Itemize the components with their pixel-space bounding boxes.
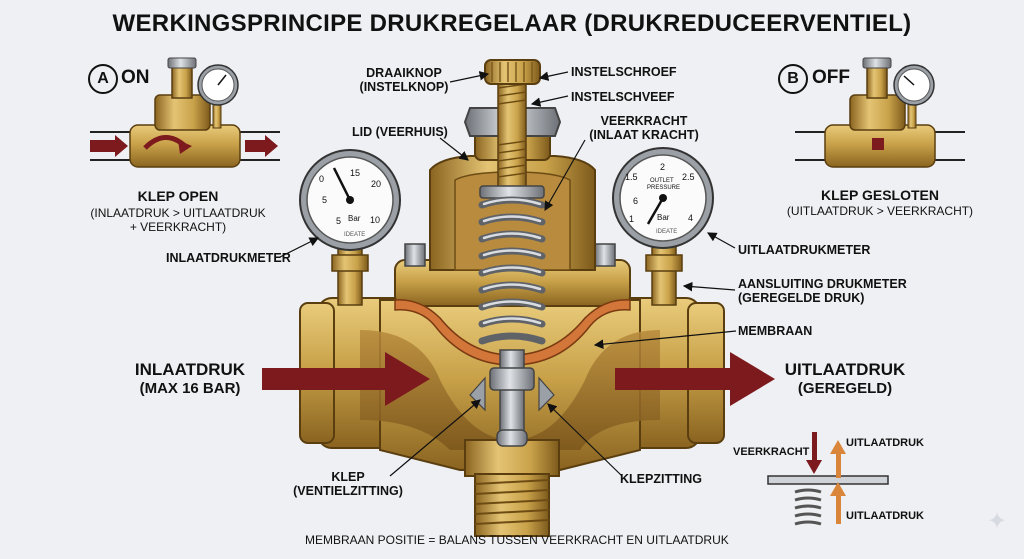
mini-valve-off — [795, 57, 965, 168]
sparkle-icon: ✦ — [987, 508, 1008, 535]
outlet-gauge-tick-1: 1 — [629, 214, 635, 224]
mini-valve-on — [90, 57, 280, 168]
state-b-badge: B — [778, 64, 808, 94]
klep-gesloten-text: KLEP GESLOTEN — [821, 187, 939, 203]
label-lid: LID (VEERHUIS) — [352, 125, 448, 139]
uitlaatdruk-line2: (GEREGELD) — [797, 380, 893, 397]
inlet-gauge-tick-15: 15 — [350, 168, 361, 178]
klep-line2: (VENTIELZITTING) — [293, 484, 403, 498]
force-uitlaatdruk-bottom: UITLAATDRUK — [846, 510, 925, 522]
label-klepzitting: KLEPZITTING — [620, 472, 702, 486]
inlaatdruk-line2: (MAX 16 BAR) — [139, 380, 241, 397]
label-membraan: MEMBRAAN — [738, 324, 813, 338]
label-uitlaatdrukmeter: UITLAATDRUKMETER — [738, 243, 871, 257]
aansluiting-line1: AANSLUITING DRUKMETER — [738, 277, 907, 291]
label-uitlaatdruk: UITLAATDRUK (GEREGELD) — [770, 360, 920, 398]
outlet-gauge-tick-1-5: 1.5 — [625, 172, 638, 182]
veerkracht-line1: VEERKRACHT — [600, 114, 688, 128]
outlet-gauge-brand: IDEATE — [656, 229, 678, 235]
force-diagram — [767, 432, 889, 526]
outlet-gauge-unit: Bar — [657, 213, 670, 222]
draaiknop-line2: (INSTELKNOP) — [359, 80, 449, 94]
outlet-gauge-text-1: OUTLET — [650, 178, 674, 184]
klep-open-text: KLEP OPEN — [137, 188, 219, 204]
force-uitlaatdruk-top: UITLAATDRUK — [846, 437, 925, 449]
label-instelschroef: INSTELSCHROEF — [571, 65, 677, 79]
label-klep: KLEP (VENTIELZITTING) — [290, 470, 406, 498]
outlet-gauge — [612, 147, 714, 249]
state-a-badge: A — [88, 64, 118, 94]
state-b-label: OFF — [812, 67, 850, 88]
inlet-gauge-tick-10: 10 — [370, 215, 381, 225]
force-veerkracht: VEERKRACHT — [733, 446, 810, 458]
klep-open-sub1: (INLAATDRUK > UITLAATDRUK — [90, 206, 266, 220]
outlet-arrow — [615, 352, 775, 406]
state-a-label: ON — [121, 67, 150, 88]
outlet-gauge-tick-2-5: 2.5 — [682, 172, 695, 182]
outlet-gauge-tick-2: 2 — [660, 162, 666, 172]
outlet-gauge-tick-6: 6 — [633, 196, 639, 206]
label-draaiknop: DRAAIKNOP (INSTELKNOP) — [356, 66, 452, 94]
label-aansluiting: AANSLUITING DRUKMETER (GEREGELDE DRUK) — [738, 277, 907, 305]
aansluiting-line2: (GEREGELDE DRUK) — [738, 291, 865, 305]
inlet-arrow — [262, 352, 430, 406]
valve-body — [299, 59, 725, 537]
state-a-caption: KLEP OPEN (INLAATDRUK > UITLAATDRUK + VE… — [80, 187, 276, 234]
inlet-gauge-unit: Bar — [348, 214, 361, 223]
klep-line1: KLEP — [331, 470, 365, 484]
inlet-gauge-brand: IDEATE — [344, 232, 366, 238]
uitlaatdruk-line1: UITLAATDRUK — [784, 360, 906, 379]
outlet-gauge-text-2: PRESSURE — [647, 185, 681, 191]
draaiknop-line1: DRAAIKNOP — [366, 66, 442, 80]
state-b-caption: KLEP GESLOTEN (UITLAATDRUK > VEERKRACHT) — [780, 187, 980, 218]
inlet-gauge-tick-5b: 5 — [336, 216, 342, 226]
balance-caption: MEMBRAAN POSITIE = BALANS TUSSEN VEERKRA… — [305, 533, 729, 547]
inlet-gauge-tick-0: 0 — [319, 174, 325, 184]
inlet-gauge-tick-5: 5 — [322, 195, 328, 205]
inlaatdruk-line1: INLAATDRUK — [134, 360, 246, 379]
inlet-gauge-tick-20: 20 — [371, 179, 382, 189]
page-title: WERKINGSPRINCIPE DRUKREGELAAR (DRUKREDUC… — [112, 10, 912, 37]
label-instelschveef: INSTELSCHVEEF — [571, 90, 675, 104]
leader-lines — [279, 71, 737, 477]
label-veerkracht: VEERKRACHT (INLAAT KRACHT) — [586, 114, 702, 142]
label-inlaatdrukmeter: INLAATDRUKMETER — [166, 251, 291, 265]
klep-open-sub2: + VEERKRACHT) — [129, 220, 227, 234]
inlet-gauge — [299, 149, 401, 251]
klep-gesloten-sub1: (UITLAATDRUK > VEERKRACHT) — [786, 204, 974, 218]
outlet-gauge-tick-4: 4 — [688, 213, 694, 223]
veerkracht-line2: (INLAAT KRACHT) — [589, 128, 699, 142]
label-inlaatdruk: INLAATDRUK (MAX 16 BAR) — [120, 360, 260, 398]
